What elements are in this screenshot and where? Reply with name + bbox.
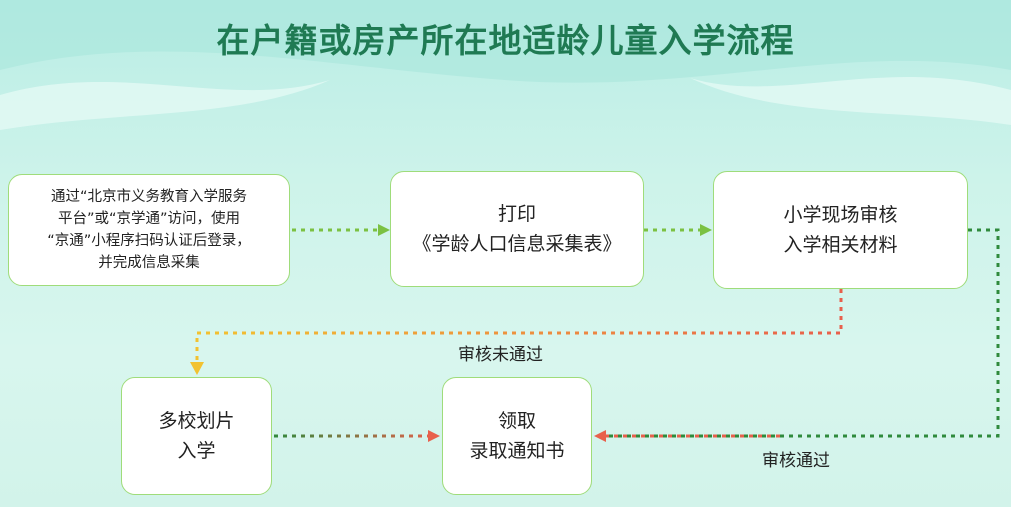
step-scan-line-2: 平台”或“京学通”访问，使用 — [57, 211, 241, 227]
step-receive-line-2: 录取通知书 — [469, 440, 565, 462]
step-scan-login: 通过“北京市义务教育入学服务 平台”或“京学通”访问，使用 “京通”小程序扫码认… — [8, 174, 290, 286]
step-print-form: 打印 《学龄人口信息采集表》 — [390, 171, 644, 287]
step-multi-school: 多校划片 入学 — [121, 377, 272, 495]
step-print-line-2: 《学龄人口信息采集表》 — [412, 233, 622, 255]
step-receive-notice: 领取 录取通知书 — [442, 377, 592, 495]
arrow-scan-to-print — [292, 224, 390, 236]
arrow-review-fail — [190, 289, 843, 375]
step-multi-line-1: 多校划片 — [158, 410, 235, 432]
step-scan-line-4: 并完成信息采集 — [98, 255, 200, 271]
arrow-multi-to-receive — [274, 430, 440, 442]
step-scan-line-1: 通过“北京市义务教育入学服务 — [50, 189, 247, 205]
arrow-print-to-review — [644, 224, 712, 236]
step-review-line-2: 入学相关材料 — [783, 234, 898, 256]
label-review-passed: 审核通过 — [762, 451, 830, 471]
header-decoration — [0, 0, 1011, 130]
label-review-failed: 审核未通过 — [458, 345, 543, 365]
step-scan-line-3: “京通”小程序扫码认证后登录， — [47, 233, 251, 249]
step-review-line-1: 小学现场审核 — [783, 204, 898, 226]
step-school-review: 小学现场审核 入学相关材料 — [713, 171, 968, 289]
step-print-line-1: 打印 — [497, 203, 536, 225]
step-receive-line-1: 领取 — [497, 410, 536, 432]
page-title: 在户籍或房产所在地适龄儿童入学流程 — [216, 21, 795, 60]
step-multi-line-2: 入学 — [177, 440, 216, 462]
arrow-review-pass — [594, 228, 1000, 442]
